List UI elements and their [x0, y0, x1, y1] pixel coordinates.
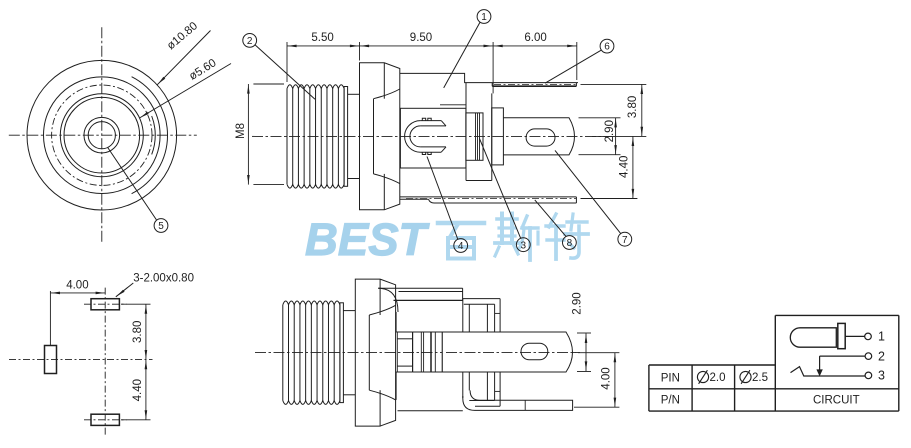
svg-text:2.5: 2.5 [752, 372, 768, 384]
svg-text:4.40: 4.40 [618, 156, 630, 178]
svg-text:3-2.00x0.80: 3-2.00x0.80 [133, 273, 194, 285]
svg-text:6: 6 [604, 42, 610, 53]
svg-text:3.80: 3.80 [627, 96, 639, 118]
svg-text:5: 5 [158, 221, 164, 232]
svg-text:5.50: 5.50 [311, 32, 333, 44]
svg-text:P/N: P/N [661, 394, 680, 406]
svg-text:4.40: 4.40 [132, 379, 144, 401]
svg-text:8: 8 [567, 238, 573, 249]
svg-text:2: 2 [878, 349, 885, 363]
svg-text:2.90: 2.90 [604, 120, 616, 142]
svg-text:M8: M8 [235, 123, 247, 139]
svg-text:4: 4 [458, 241, 464, 252]
svg-text:3.80: 3.80 [132, 321, 144, 343]
svg-text:2.0: 2.0 [710, 372, 726, 384]
svg-text:3: 3 [521, 240, 527, 251]
svg-text:CIRCUIT: CIRCUIT [813, 394, 860, 406]
svg-text:4.00: 4.00 [66, 280, 88, 292]
svg-text:4.00: 4.00 [600, 367, 612, 389]
svg-text:1: 1 [878, 330, 885, 344]
svg-text:2: 2 [247, 36, 253, 47]
svg-text:3: 3 [878, 369, 885, 383]
svg-text:1: 1 [481, 12, 487, 23]
svg-text:2.90: 2.90 [572, 292, 584, 314]
svg-text:9.50: 9.50 [410, 32, 432, 44]
svg-text:7: 7 [622, 235, 628, 246]
svg-text:BEST: BEST [305, 214, 430, 265]
svg-text:6.00: 6.00 [524, 32, 546, 44]
svg-text:PIN: PIN [661, 372, 680, 384]
